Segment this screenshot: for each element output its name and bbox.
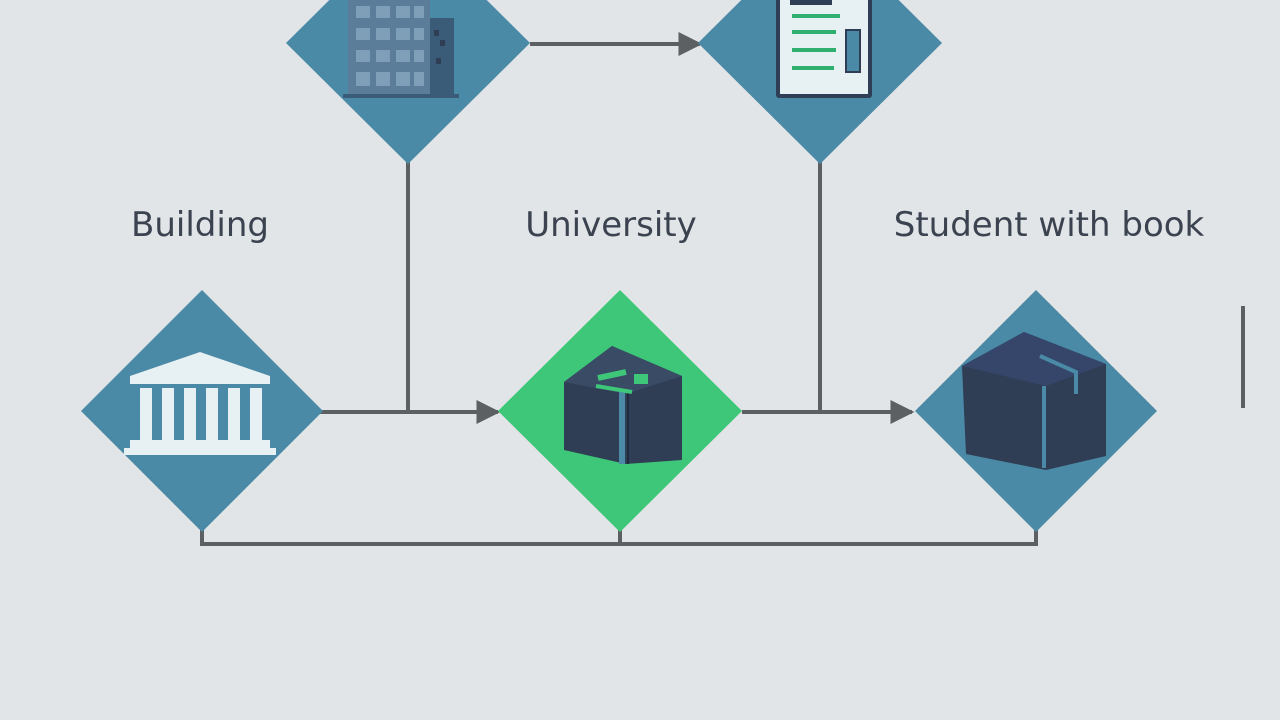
node-center <box>498 290 742 532</box>
label-university: University <box>525 205 697 245</box>
book-with-cap-icon <box>564 346 682 464</box>
connectors <box>200 32 1245 546</box>
document-icon <box>776 0 872 98</box>
label-student-with-book: Student with book <box>893 205 1205 245</box>
office-building-icon <box>343 0 459 98</box>
node-top-right <box>698 0 942 164</box>
book-icon <box>962 332 1106 470</box>
columned-building-icon <box>124 352 276 455</box>
node-top-left <box>286 0 530 164</box>
label-building: Building <box>131 205 269 245</box>
node-left <box>81 290 323 532</box>
node-right <box>915 290 1157 532</box>
